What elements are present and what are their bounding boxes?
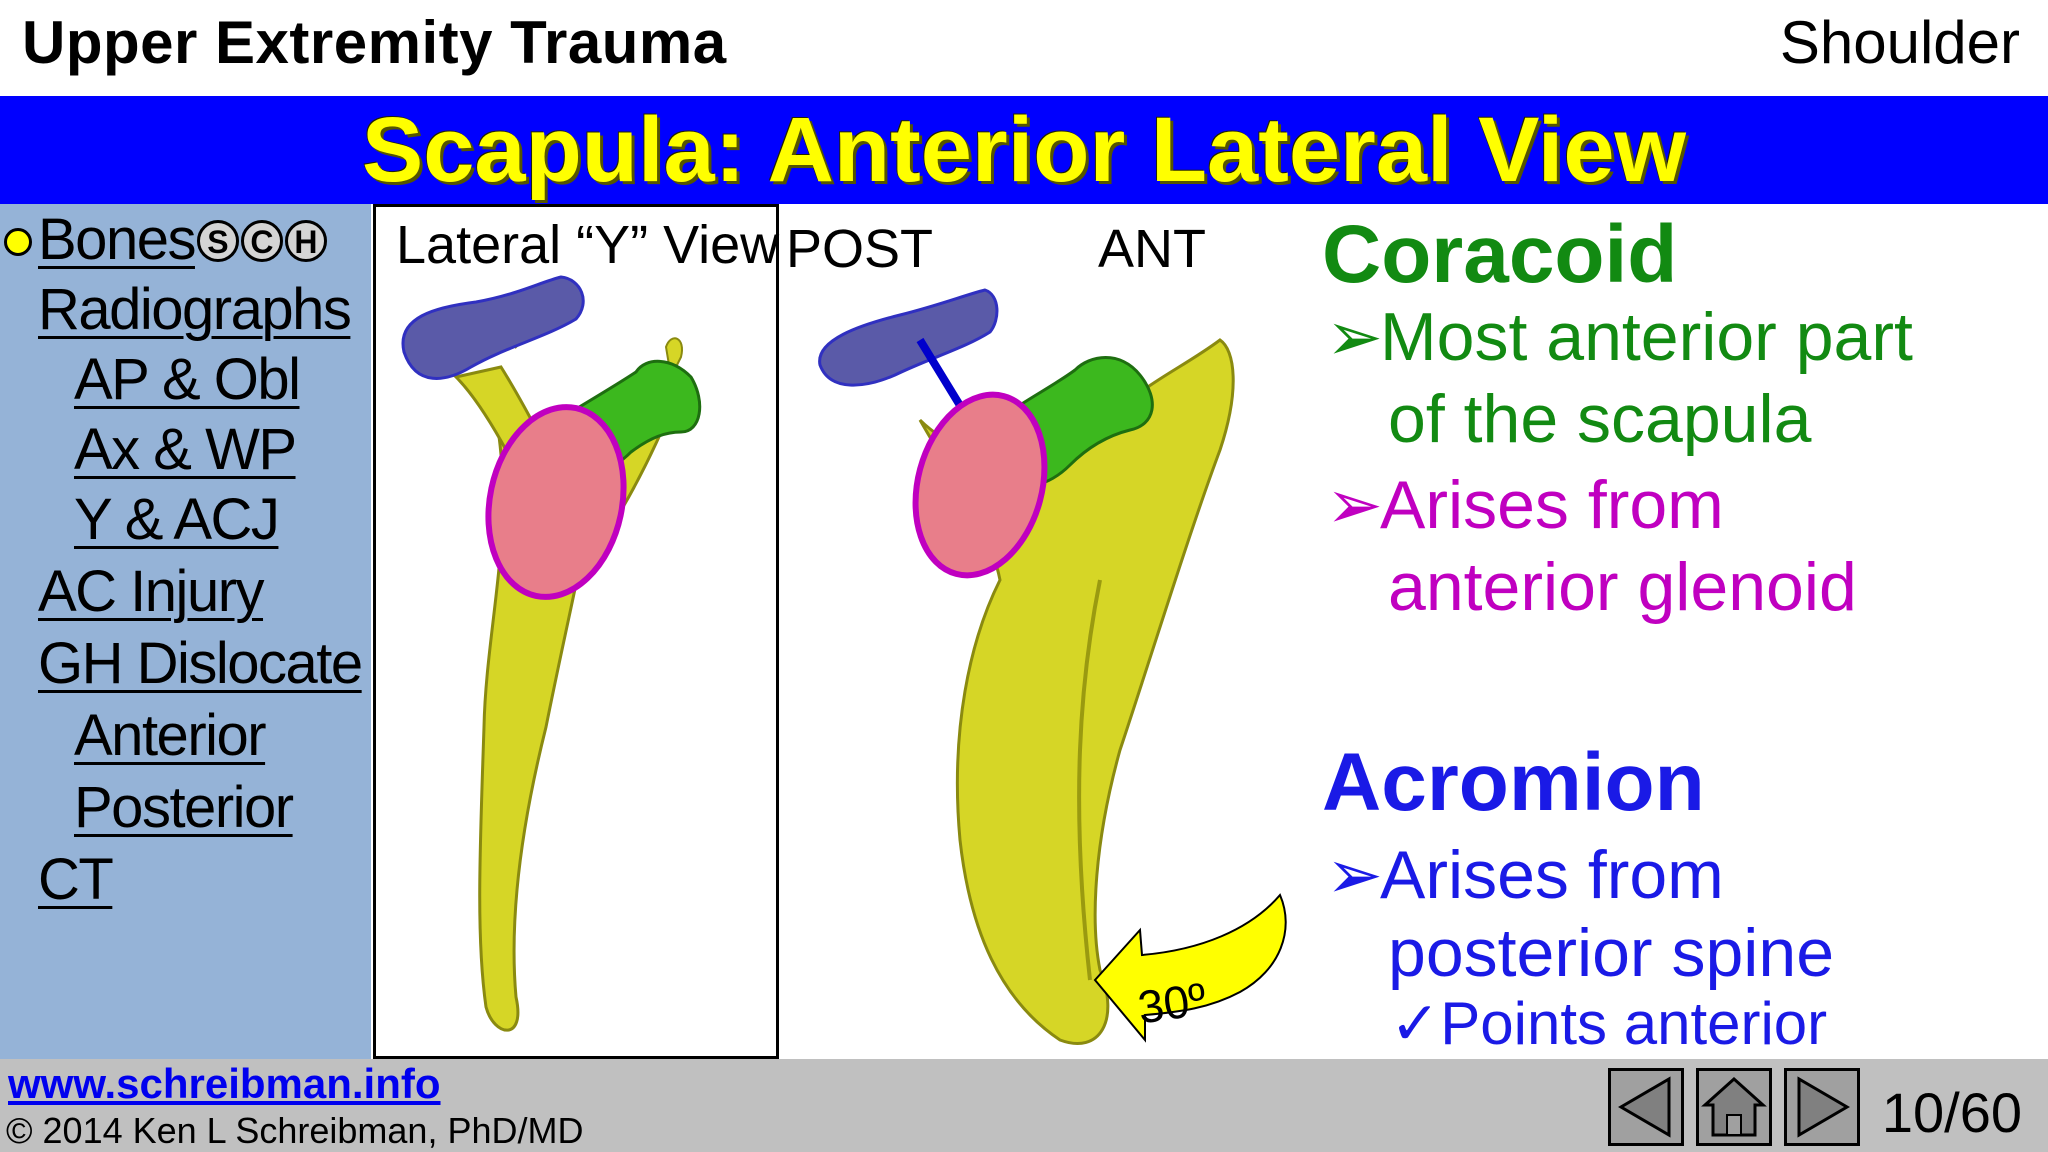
sidebar-item-ac-injury[interactable]: AC Injury [38, 559, 265, 624]
ant-label: ANT [1098, 219, 1206, 279]
sidebar-item-gh-dislocate[interactable]: GH Dislocate [38, 631, 363, 696]
scapula-lateral-illustration [401, 275, 702, 1032]
home-icon [1701, 1076, 1767, 1137]
next-button[interactable] [1784, 1068, 1860, 1146]
header-title: Upper Extremity Trauma [22, 9, 727, 76]
title-banner [0, 96, 2048, 204]
coracoid-bullet-2-cont: anterior glenoid [1388, 549, 1857, 625]
sidebar-item-posterior[interactable]: Posterior [74, 775, 294, 840]
current-item-bullet-icon [4, 228, 32, 256]
sidebar-item-radiographs[interactable]: Radiographs [38, 277, 352, 342]
angle-label: 30º [1134, 972, 1210, 1034]
acromion-bullet-1-cont: posterior spine [1388, 915, 1835, 991]
coracoid-heading: Coracoid [1322, 209, 1678, 300]
acromion-shape [401, 275, 585, 380]
coracoid-bullet-2: ➢Arises from [1326, 464, 1724, 546]
acromion-bullet-1: ➢Arises from [1326, 834, 1724, 916]
glenoid-shape [912, 391, 1048, 579]
sidebar-item-ap-obl[interactable]: AP & Obl [74, 347, 301, 412]
sidebar-item-y-acj[interactable]: Y & ACJ [74, 487, 280, 552]
slide-title: Scapula: Anterior Lateral View [361, 99, 1687, 201]
badge-s-icon[interactable]: S [196, 220, 239, 262]
coracoid-bullet-1: ➢Most anterior part [1326, 296, 1913, 378]
check-icon: ✓ [1390, 990, 1441, 1057]
arrow-bullet-icon: ➢ [1326, 467, 1383, 543]
prev-button[interactable] [1608, 1068, 1684, 1146]
sidebar-item-ct[interactable]: CT [38, 847, 114, 912]
header-section: Shoulder [1779, 9, 2020, 76]
glenoid-shape [485, 404, 627, 600]
acromion-heading: Acromion [1322, 737, 1705, 828]
sidebar-item-label: Bones [38, 207, 196, 272]
arrow-bullet-icon: ➢ [1326, 837, 1383, 913]
home-button[interactable] [1696, 1068, 1772, 1146]
copyright-text: © 2014 Ken L Schreibman, PhD/MD [6, 1110, 584, 1151]
rotation-arrow-icon [1093, 893, 1287, 1043]
badge-h-icon[interactable]: H [284, 220, 327, 262]
acromion-shape [818, 288, 999, 387]
sidebar-item-anterior[interactable]: Anterior [74, 703, 267, 768]
website-link[interactable]: www.schreibman.info [8, 1060, 441, 1107]
prev-arrow-icon [1618, 1076, 1671, 1138]
badge-c-icon[interactable]: C [240, 220, 283, 262]
post-label: POST [786, 219, 934, 279]
arrow-bullet-icon: ➢ [1326, 299, 1383, 375]
scapula-anterolateral-illustration [818, 288, 1287, 1045]
sidebar [0, 204, 371, 1059]
lateral-y-view-label: Lateral “Y” View [396, 215, 780, 275]
sidebar-item-ax-wp[interactable]: Ax & WP [74, 417, 297, 482]
next-arrow-icon [1797, 1076, 1850, 1138]
coracoid-bullet-1-cont: of the scapula [1388, 381, 1812, 457]
page-number: 10/60 [1881, 1081, 2022, 1144]
acromion-check-item: ✓Points anterior [1390, 990, 1828, 1057]
